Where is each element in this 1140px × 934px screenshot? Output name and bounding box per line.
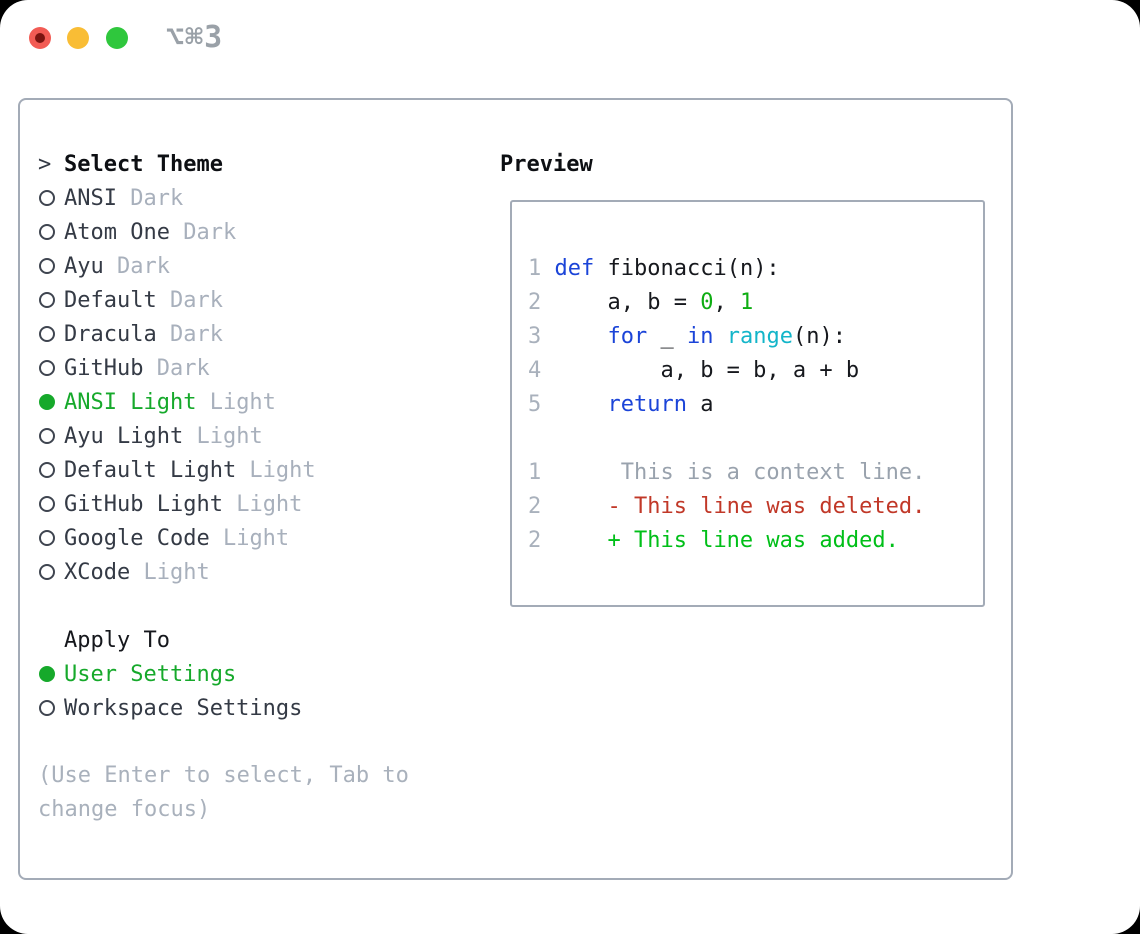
line-number: 1: [528, 460, 555, 485]
apply-option-user-settings[interactable]: User Settings: [38, 657, 488, 691]
titlebar: ⌥⌘3: [0, 0, 1140, 76]
preview-line: 5 return a: [528, 392, 714, 417]
close-button-dot: [35, 33, 45, 43]
option-variant-label: Dark: [143, 355, 210, 381]
option-variant-label: Dark: [103, 253, 170, 279]
radio-icon: [39, 428, 55, 444]
keyboard-shortcut-label: ⌥⌘3: [166, 20, 224, 55]
theme-option-google-code[interactable]: Google Code Light: [38, 521, 488, 555]
theme-option-xcode[interactable]: XCode Light: [38, 555, 488, 589]
preview-title: Preview: [500, 151, 593, 177]
option-variant-label: Light: [236, 457, 316, 483]
theme-option-default[interactable]: Default Dark: [38, 283, 488, 317]
theme-option-ayu[interactable]: Ayu Dark: [38, 249, 488, 283]
zoom-button[interactable]: [106, 27, 128, 49]
select-theme-header-row: > Select Theme: [38, 147, 488, 181]
preview-line: 1 def fibonacci(n):: [528, 256, 780, 281]
preview-line: 2 a, b = 0, 1: [528, 290, 754, 315]
radio-selected-icon: [39, 666, 55, 682]
line-number: 3: [528, 324, 555, 349]
preview-box: 1 def fibonacci(n): 2 a, b = 0, 1 3 for _ …: [510, 200, 985, 607]
radio-selected-icon: [39, 394, 55, 410]
theme-option-ansi[interactable]: ANSI Dark: [38, 181, 488, 215]
option-variant-label: Dark: [156, 287, 223, 313]
radio-icon: [39, 190, 55, 206]
focus-prompt-icon: >: [38, 151, 52, 177]
line-number: 1: [528, 256, 555, 281]
preview-line: 1 This is a context line.: [528, 460, 926, 485]
apply-to-header-row: Apply To: [38, 623, 488, 657]
apply-to-title: Apply To: [64, 627, 170, 653]
radio-icon: [39, 360, 55, 376]
option-label: Default Light: [64, 457, 237, 483]
radio-icon: [39, 462, 55, 478]
theme-option-ayu-light[interactable]: Ayu Light Light: [38, 419, 488, 453]
radio-icon: [39, 564, 55, 580]
line-number: 2: [528, 528, 555, 553]
option-label: Atom One: [64, 219, 170, 245]
radio-icon: [39, 292, 55, 308]
option-label: ANSI: [64, 185, 117, 211]
option-label: ANSI Light: [64, 389, 197, 415]
option-variant-label: Dark: [169, 219, 237, 245]
radio-icon: [39, 496, 55, 512]
radio-icon: [39, 258, 55, 274]
keyboard-hint-text: (Use Enter to select, Tab to change focu…: [38, 763, 409, 822]
option-label: Workspace Settings: [64, 695, 303, 721]
option-variant-label: Dark: [116, 185, 184, 211]
preview-line: 4 a, b = b, a + b: [528, 358, 860, 383]
diff-preview: 1 This is a context line. 2 - This line w…: [528, 456, 983, 558]
line-number: 2: [528, 494, 555, 519]
theme-option-github-light[interactable]: GitHub Light Light: [38, 487, 488, 521]
line-number: 4: [528, 358, 555, 383]
option-label: Default: [64, 287, 157, 313]
preview-line: 2 - This line was deleted.: [528, 494, 926, 519]
theme-option-dracula[interactable]: Dracula Dark: [38, 317, 488, 351]
option-variant-label: Light: [196, 389, 276, 415]
select-theme-title: Select Theme: [64, 151, 223, 177]
theme-option-ansi-light[interactable]: ANSI Light Light: [38, 385, 488, 419]
radio-icon: [39, 224, 55, 240]
theme-option-atom-one[interactable]: Atom One Dark: [38, 215, 488, 249]
option-variant-label: Light: [222, 491, 303, 517]
option-variant-label: Light: [183, 423, 263, 449]
radio-icon: [39, 700, 55, 716]
code-preview: 1 def fibonacci(n): 2 a, b = 0, 1 3 for _ …: [528, 252, 983, 422]
apply-option-workspace-settings[interactable]: Workspace Settings: [38, 691, 488, 725]
option-variant-label: Dark: [156, 321, 223, 347]
close-button[interactable]: [29, 27, 51, 49]
option-label: Google Code: [64, 525, 210, 551]
preview-line: 3 for _ in range(n):: [528, 324, 846, 349]
theme-option-github[interactable]: GitHub Dark: [38, 351, 488, 385]
minimize-button[interactable]: [67, 27, 89, 49]
option-label: XCode: [64, 559, 131, 585]
option-label: Ayu Light: [64, 423, 184, 449]
line-number: 2: [528, 290, 555, 315]
line-number: 5: [528, 392, 555, 417]
option-label: Ayu: [64, 253, 104, 279]
option-label: GitHub Light: [64, 491, 223, 517]
option-variant-label: Light: [209, 525, 290, 551]
option-label: GitHub: [64, 355, 144, 381]
option-label: User Settings: [64, 661, 237, 687]
option-label: Dracula: [64, 321, 157, 347]
theme-option-default-light[interactable]: Default Light Light: [38, 453, 488, 487]
radio-icon: [39, 530, 55, 546]
preview-line: 2 + This line was added.: [528, 528, 899, 553]
option-variant-label: Light: [130, 559, 210, 585]
radio-icon: [39, 326, 55, 342]
